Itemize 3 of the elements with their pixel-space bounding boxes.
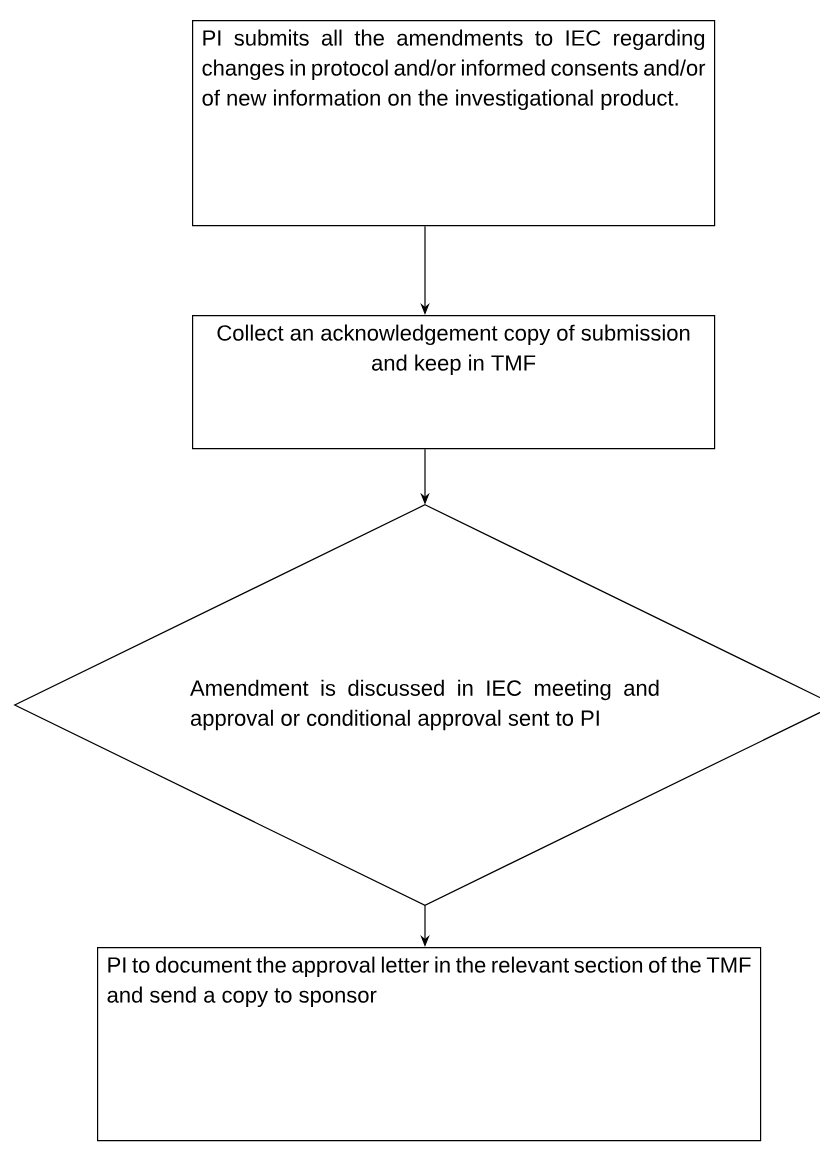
process-box: Collect an acknowledgement copy of submission and keep in TMF	[192, 315, 716, 450]
process-box: PI to document the approval letter in the relevant section of the TMF and send a copy to sponsor	[97, 947, 762, 1142]
process-box: PI submits all the amendments to IEC regarding changes in protocol and/or informed consents and/or of new information on the investigational product.	[192, 20, 716, 227]
